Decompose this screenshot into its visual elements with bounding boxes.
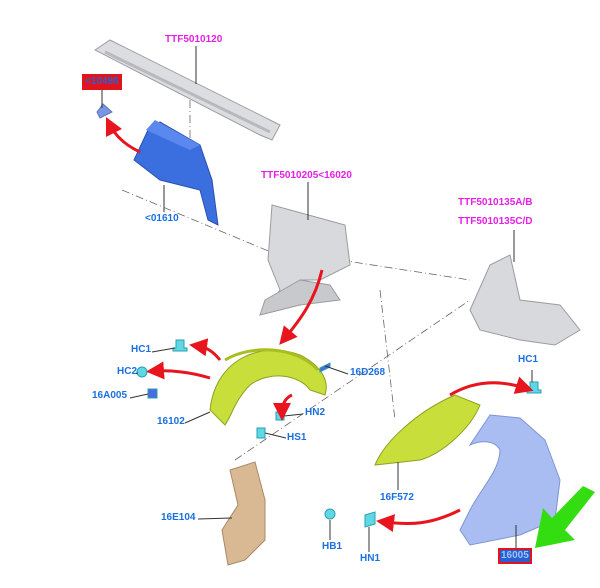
shield-16f572-part xyxy=(374,394,481,466)
label-hc1-right[interactable]: HC1 xyxy=(518,354,539,365)
bracket-16e104-part xyxy=(221,461,266,566)
label-fender-16005[interactable]: 16005 xyxy=(498,548,532,564)
label-16a005[interactable]: 16A005 xyxy=(92,390,128,401)
label-hn2[interactable]: HN2 xyxy=(305,407,326,418)
label-16e104[interactable]: 16E104 xyxy=(161,512,196,523)
bracket-10498-part xyxy=(96,103,113,119)
assembly-arrows xyxy=(105,116,534,533)
wheelhouse-liner-16102-part xyxy=(209,348,327,426)
label-hc2[interactable]: HC2 xyxy=(117,366,138,377)
reinforcement-ttf5010135-part xyxy=(469,254,581,346)
cowl-panel-part xyxy=(94,39,281,141)
label-16f572[interactable]: 16F572 xyxy=(380,492,414,503)
fender-16005-part xyxy=(459,414,561,546)
leader-lines xyxy=(101,46,533,552)
label-reinforcement-cd[interactable]: TTF5010135C/D xyxy=(458,216,533,227)
label-16d268[interactable]: 16D268 xyxy=(350,367,386,378)
label-hb1[interactable]: HB1 xyxy=(322,541,343,552)
apron-01610-part xyxy=(133,120,219,226)
label-hn1[interactable]: HN1 xyxy=(360,553,381,564)
panel-16020-part xyxy=(259,204,351,316)
label-hs1[interactable]: HS1 xyxy=(287,432,307,443)
label-16102[interactable]: 16102 xyxy=(157,416,185,427)
label-cowl-panel[interactable]: TTF5010120 xyxy=(165,34,223,45)
label-panel-16020[interactable]: TTF5010205<16020 xyxy=(261,170,352,181)
label-apron-01610[interactable]: <01610 xyxy=(145,213,179,224)
label-hc1-left[interactable]: HC1 xyxy=(131,344,152,355)
label-bracket-10498[interactable]: <10498 xyxy=(82,74,122,90)
label-reinforcement-ab[interactable]: TTF5010135A/B xyxy=(458,197,533,208)
green-pointer-arrow xyxy=(535,486,595,548)
